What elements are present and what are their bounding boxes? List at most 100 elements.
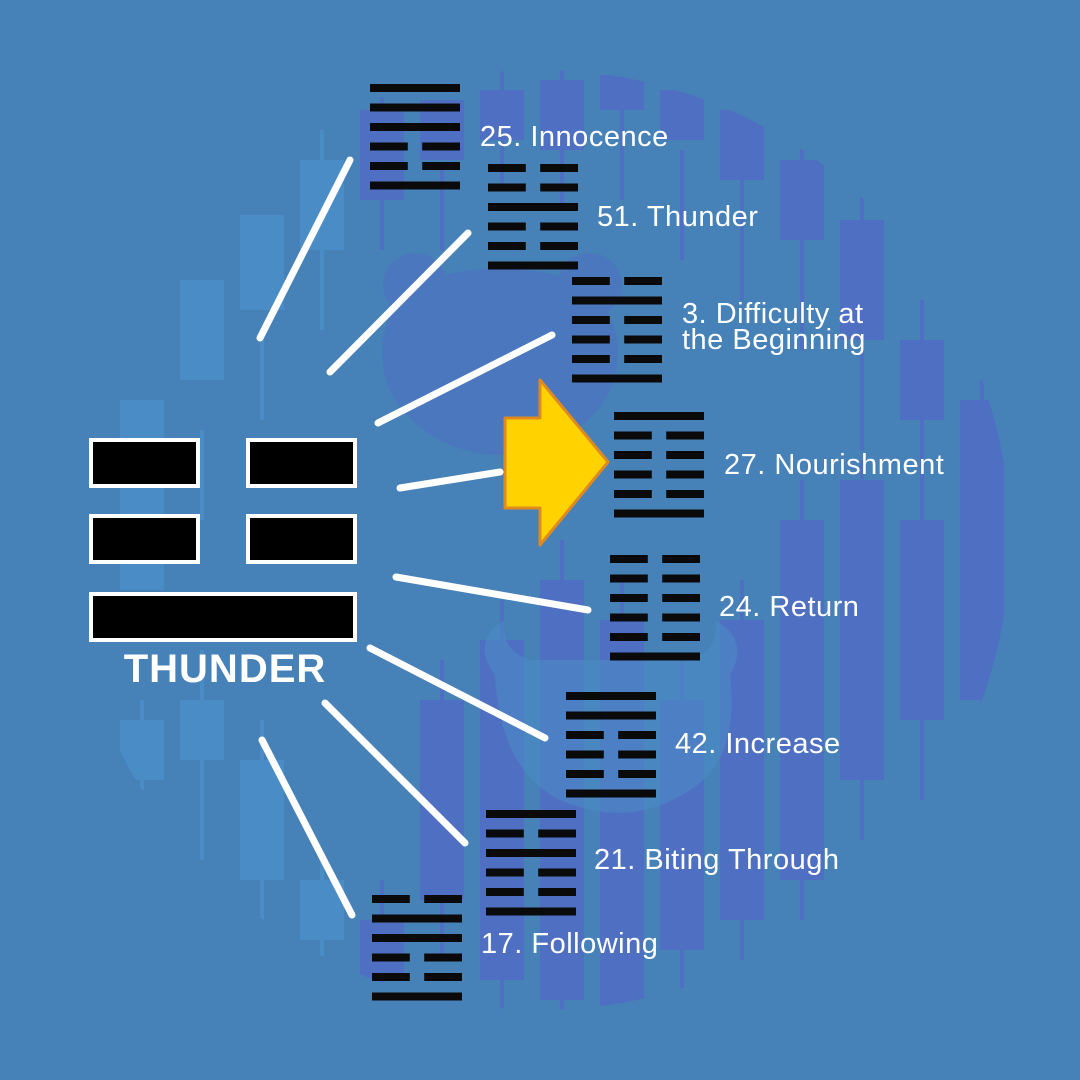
hexagram-yin-segment xyxy=(662,633,700,641)
hexagram-yin-segment xyxy=(610,594,648,602)
hexagram-yin-segment xyxy=(372,973,410,981)
connector-line xyxy=(366,644,549,742)
connector-lines xyxy=(256,156,592,919)
hexagram-yin-segment xyxy=(572,316,610,324)
hexagram-yin-segment xyxy=(666,490,704,498)
hexagram-label: 42. Increase xyxy=(675,728,841,760)
hexagram-yang-line xyxy=(372,914,462,923)
hexagram-yin-segment xyxy=(624,335,662,344)
hexagram-yin-segment xyxy=(538,868,576,877)
hexagram-yin-segment xyxy=(610,574,648,583)
hexagram-yin-segment xyxy=(486,888,524,896)
hexagram-yang-line xyxy=(566,711,656,720)
hexagram-yin-segment xyxy=(572,277,610,285)
candle-body xyxy=(900,340,944,420)
hexagram-yin-segment xyxy=(610,633,648,641)
connector-line xyxy=(396,468,504,492)
hexagram-yin-segment xyxy=(566,731,604,739)
connector-line xyxy=(258,736,356,919)
hexagram-yin-segment xyxy=(424,953,462,962)
hexagram-label: 51. Thunder xyxy=(597,201,758,233)
hexagram-yin-segment xyxy=(370,162,408,170)
hexagram-yang-line xyxy=(566,692,656,700)
hexagram-icon xyxy=(566,692,656,798)
hexagram-yin-segment xyxy=(372,953,410,962)
candle-body xyxy=(780,520,824,880)
hexagram-yin-segment xyxy=(614,490,652,498)
hexagram-yin-segment xyxy=(488,164,526,172)
hexagram-yin-segment xyxy=(666,470,704,479)
candle-body xyxy=(540,80,584,150)
hexagram-yang-line xyxy=(370,181,460,190)
hexagram-yin-segment xyxy=(666,451,704,459)
hexagram-yang-line xyxy=(486,810,576,818)
hexagram-yin-segment xyxy=(540,242,578,250)
hexagram-yin-segment xyxy=(540,222,578,231)
candle-body xyxy=(300,160,344,250)
hexagram-yang-line xyxy=(370,123,460,131)
trigram-label: THUNDER xyxy=(124,647,327,691)
hexagram-yin-segment xyxy=(486,829,524,838)
hexagram-yin-segment xyxy=(618,770,656,778)
hexagram-yin-segment xyxy=(486,868,524,877)
hexagram-yin-segment xyxy=(662,613,700,622)
hexagram-label: the Beginning xyxy=(682,324,866,356)
hexagram-yang-line xyxy=(614,509,704,518)
candle-body xyxy=(960,420,1004,700)
hexagram-yin-segment xyxy=(610,613,648,622)
trigram-yin-segment xyxy=(246,438,357,488)
hexagram-yang-line xyxy=(610,652,700,661)
hexagram-label: 21. Biting Through xyxy=(594,844,839,876)
hexagram-yin-segment xyxy=(488,183,526,192)
connector-line xyxy=(392,573,592,614)
hexagram-yin-segment xyxy=(662,555,700,563)
hexagram-yin-segment xyxy=(618,750,656,759)
candle-body xyxy=(840,480,884,780)
connector-line xyxy=(326,229,472,376)
hexagram-yang-line xyxy=(370,84,460,92)
hexagram-yin-segment xyxy=(614,431,652,440)
hexagram-yin-segment xyxy=(424,973,462,981)
hexagram-yin-segment xyxy=(662,594,700,602)
trigram-yin-segment xyxy=(89,438,200,488)
arrow-right-icon xyxy=(503,378,610,547)
hexagram-label: 27. Nourishment xyxy=(724,449,944,481)
hexagram-yin-segment xyxy=(614,470,652,479)
hexagram-yang-line xyxy=(614,412,704,420)
hexagram-icon xyxy=(572,277,662,383)
hexagram-yin-segment xyxy=(572,355,610,363)
hexagram-yin-segment xyxy=(540,164,578,172)
candle-body xyxy=(720,110,764,180)
hexagram-yang-line xyxy=(372,992,462,1001)
hexagram-yin-segment xyxy=(618,731,656,739)
hexagram-yang-line xyxy=(566,789,656,798)
hexagram-yin-segment xyxy=(566,770,604,778)
hexagram-yin-segment xyxy=(370,142,408,151)
hexagram-yin-segment xyxy=(662,574,700,583)
hexagram-yin-segment xyxy=(614,451,652,459)
hexagram-yin-segment xyxy=(372,895,410,903)
hexagram-icon xyxy=(370,84,460,190)
hexagram-label: 24. Return xyxy=(719,591,859,623)
hexagram-yin-segment xyxy=(422,142,460,151)
hexagram-yin-segment xyxy=(488,242,526,250)
hexagram-yin-segment xyxy=(538,888,576,896)
hexagram-yang-line xyxy=(486,849,576,857)
hexagram-yin-segment xyxy=(424,895,462,903)
candle-body xyxy=(360,920,404,980)
hexagram-yin-segment xyxy=(624,316,662,324)
candle-body xyxy=(480,90,524,140)
hexagram-yang-line xyxy=(370,103,460,112)
hexagram-yin-segment xyxy=(610,555,648,563)
hexagram-label: 25. Innocence xyxy=(480,121,669,153)
hexagram-yin-segment xyxy=(422,162,460,170)
candle-body xyxy=(240,215,284,310)
hexagram-icon xyxy=(614,412,704,518)
thunder-trigram-icon xyxy=(89,438,357,642)
hexagram-yang-line xyxy=(372,934,462,942)
hexagram-yin-segment xyxy=(566,750,604,759)
hexagram-icon xyxy=(372,895,462,1001)
hexagram-yang-line xyxy=(488,261,578,270)
hexagram-yang-line xyxy=(572,296,662,305)
